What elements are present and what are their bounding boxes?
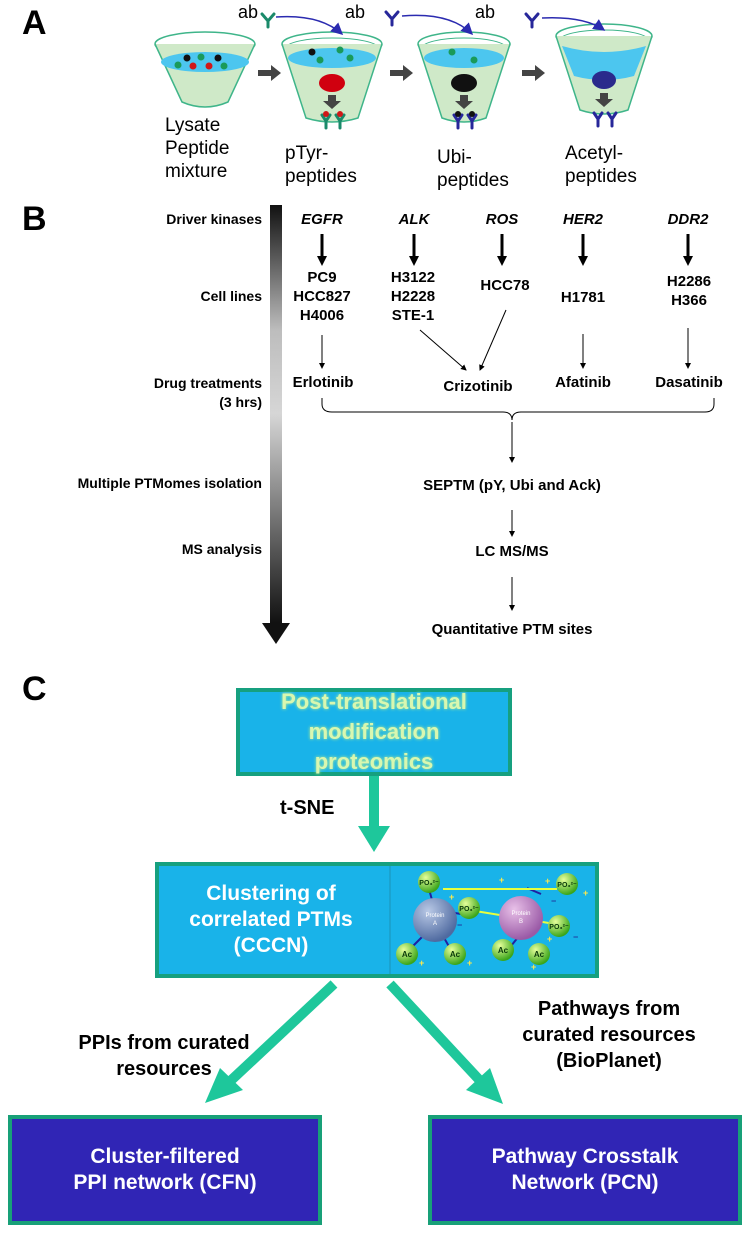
left-branch-arrow: [221, 980, 338, 1090]
tsne-label: t-SNE: [280, 797, 335, 819]
pcn-box: Pathway Crosstalk Network (PCN): [428, 1115, 742, 1225]
panel-b-letter: B: [22, 200, 47, 238]
antibody-icon-green: [260, 12, 276, 29]
svg-text:+: +: [545, 876, 550, 886]
cell-lines-ddr2: H2286 H366: [666, 273, 712, 309]
svg-text:+: +: [499, 875, 504, 885]
ptm-proteomics-box: Post-translational modification proteomi…: [236, 688, 512, 776]
ab-label-1: ab: [238, 2, 259, 22]
svg-text:Protein: Protein: [511, 911, 530, 917]
svg-text:B: B: [519, 919, 523, 925]
cell-lines-egfr: PC9 HCC827 H4006: [293, 269, 351, 324]
kinase-arrows: [317, 234, 693, 266]
antibody-icon-navy-1: [384, 10, 400, 27]
svg-text:Ac: Ac: [450, 950, 461, 959]
funnel-lysate: [154, 31, 256, 108]
ppi-source-label: PPIs from curated resources: [78, 1032, 250, 1080]
protein-a-label-line1: Protein: [425, 913, 444, 919]
svg-text:+: +: [467, 958, 472, 968]
drug-erlotinib: Erlotinib: [292, 374, 354, 391]
funnel-acetyl: [555, 23, 653, 115]
panel-a-graphic: [154, 10, 653, 130]
tsne-arrow: [358, 770, 390, 852]
protein-b-node: [499, 896, 543, 940]
svg-text:A: A: [433, 921, 437, 927]
cellline-arrows: [319, 309, 691, 371]
svg-text:+: +: [419, 958, 424, 968]
cccn-label: Clustering of correlated PTMs (CCCN): [189, 882, 353, 957]
cfn-box: Cluster-filtered PPI network (CFN): [8, 1115, 322, 1225]
svg-text:PO₃²⁻: PO₃²⁻: [549, 924, 569, 931]
kinase-ddr2: DDR2: [667, 211, 709, 228]
kinase-egfr: EGFR: [301, 211, 343, 228]
kinase-her2: HER2: [562, 211, 603, 228]
eluted-ptyr-icon: [320, 111, 346, 130]
panel-a-letter: A: [22, 4, 47, 42]
ab-label-2: ab: [345, 2, 366, 22]
stage-arrows: [258, 65, 545, 81]
pipeline-quant-sites: Quantitative PTM sites: [431, 621, 593, 638]
kinase-alk: ALK: [398, 211, 430, 228]
eluted-acetyl-icon: [592, 111, 618, 128]
row-label-driver-kinases: Driver kinases: [166, 211, 262, 227]
cell-lines-ros: HCC78: [480, 277, 530, 294]
elution-arrows: [323, 93, 613, 109]
pipeline-lcmsms: LC MS/MS: [475, 543, 549, 560]
eluted-ubi-icon: [452, 111, 478, 130]
svg-text:PO₃²⁻: PO₃²⁻: [459, 906, 479, 913]
cell-lines-alk: H3122 H2228 STE-1: [390, 269, 436, 324]
stage-label-ptyr: pTyr- peptides: [285, 143, 357, 187]
cccn-box: Clustering of correlated PTMs (CCCN): [155, 862, 599, 978]
stage-label-ubi: Ubi- peptides: [437, 147, 509, 191]
svg-text:−: −: [551, 896, 556, 906]
svg-text:PO₃²⁻: PO₃²⁻: [419, 880, 439, 887]
row-label-drug-treatments: Drug treatments (3 hrs): [153, 375, 262, 410]
svg-text:+: +: [449, 892, 454, 902]
svg-text:+: +: [547, 934, 552, 944]
merge-bracket: [321, 398, 715, 611]
row-label-cell-lines: Cell lines: [200, 288, 262, 304]
svg-text:−: −: [573, 932, 578, 942]
right-branch-arrow: [386, 980, 489, 1090]
stage-label-lysate: Lysate Peptide mixture: [165, 115, 230, 182]
svg-text:PO₃²⁻: PO₃²⁻: [557, 882, 577, 889]
svg-text:Ac: Ac: [498, 946, 509, 955]
protein-a-node: [413, 898, 457, 942]
pcn-label: Pathway Crosstalk Network (PCN): [491, 1145, 679, 1194]
pipeline-septm: SEPTM (pY, Ubi and Ack): [423, 477, 601, 494]
antibody-add-arrows: [275, 14, 606, 36]
row-label-ptmome-isolation: Multiple PTMomes isolation: [77, 475, 262, 491]
funnel-ubi: [417, 31, 511, 123]
pathway-source-label: Pathways from curated resources (BioPlan…: [522, 998, 696, 1072]
svg-text:+: +: [531, 962, 536, 972]
drug-afatinib: Afatinib: [555, 374, 611, 391]
drug-crizotinib: Crizotinib: [443, 378, 513, 395]
svg-text:+: +: [583, 888, 588, 898]
row-label-ms-analysis: MS analysis: [181, 541, 262, 557]
svg-text:−: −: [457, 920, 462, 930]
ab-label-3: ab: [475, 2, 496, 22]
antibody-icon-navy-2: [524, 12, 540, 29]
ptm-proteomics-label: Post-translational modification proteomi…: [281, 689, 467, 774]
panel-c-letter: C: [22, 670, 47, 708]
svg-text:Ac: Ac: [534, 950, 545, 959]
drug-dasatinib: Dasatinib: [655, 374, 723, 391]
stage-label-acetyl: Acetyl- peptides: [565, 143, 637, 187]
cell-lines-her2: H1781: [560, 289, 606, 306]
ptm-network-inset: Protein A Protein B PO₃²⁻ PO₃²⁻ PO₃²⁻ PO…: [396, 871, 588, 972]
kinase-ros: ROS: [485, 211, 519, 228]
svg-text:Ac: Ac: [402, 950, 413, 959]
timeline-arrow: [262, 205, 290, 644]
panel-b-graphic: [262, 205, 715, 644]
cfn-label: Cluster-filtered PPI network (CFN): [73, 1145, 257, 1194]
panel-c-arrows: [205, 770, 503, 1104]
